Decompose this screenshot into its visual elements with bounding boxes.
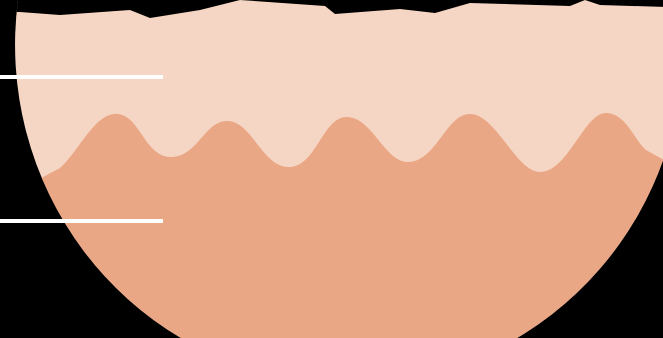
bowl xyxy=(0,0,663,338)
skin-diagram xyxy=(0,0,663,338)
skin-cross-section-svg xyxy=(0,0,663,338)
